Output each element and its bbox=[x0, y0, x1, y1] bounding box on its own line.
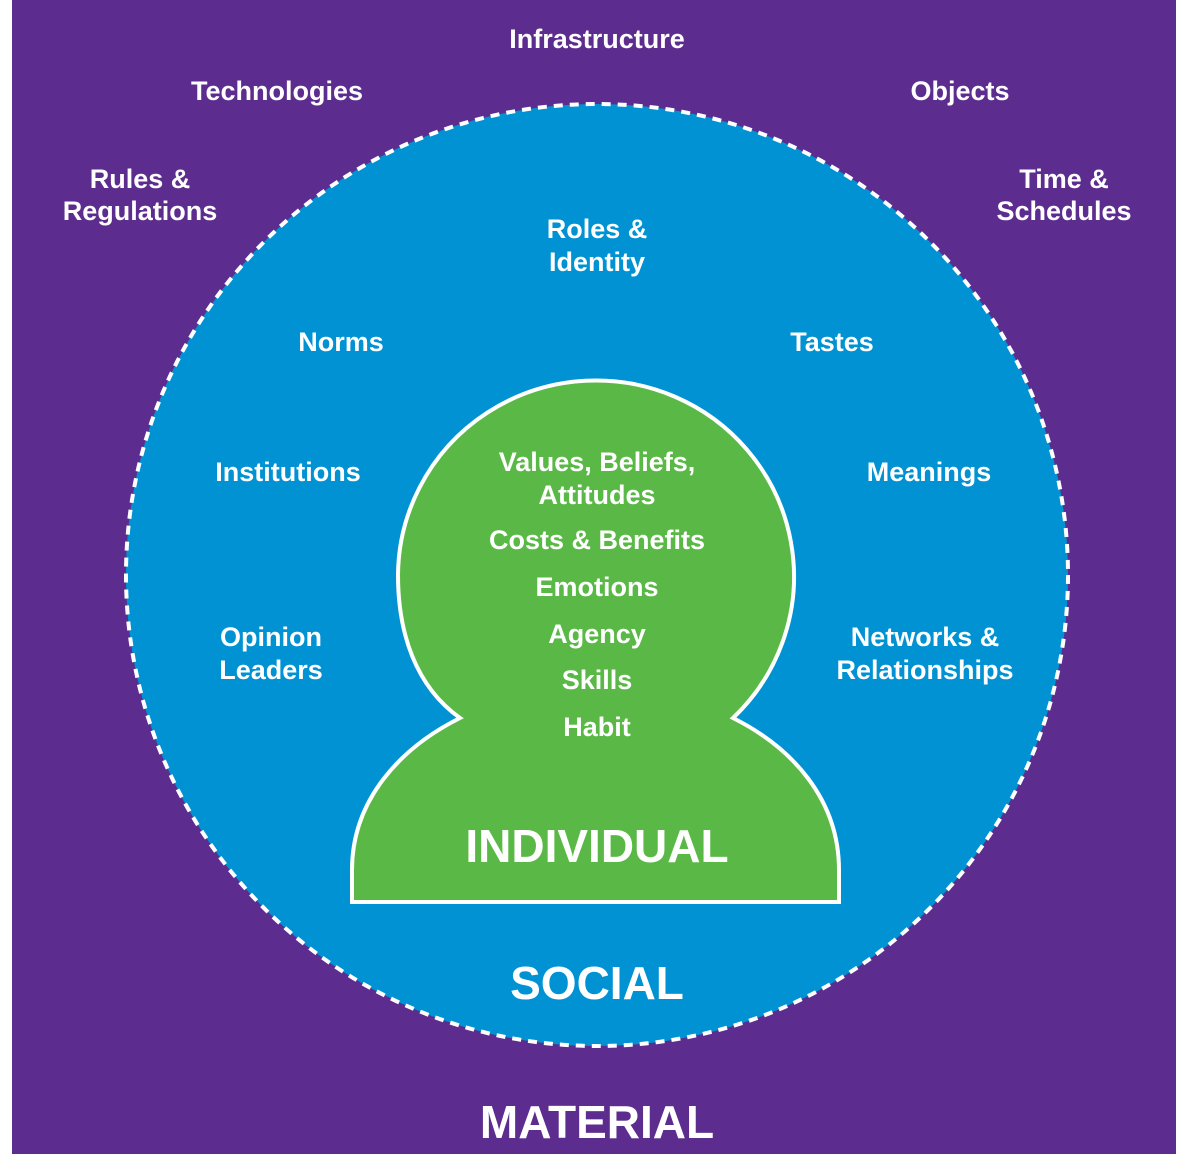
material-item-rules-line1: Rules & bbox=[90, 164, 191, 194]
material-item-rules-line2: Regulations bbox=[63, 196, 218, 226]
social-item-opinion-line2: Leaders bbox=[219, 655, 323, 685]
individual-item-costs: Costs & Benefits bbox=[489, 525, 705, 555]
social-item-norms: Norms bbox=[298, 327, 384, 357]
social-item-meanings: Meanings bbox=[867, 457, 992, 487]
social-item-tastes: Tastes bbox=[790, 327, 874, 357]
social-title: SOCIAL bbox=[510, 957, 684, 1009]
material-item-objects: Objects bbox=[910, 76, 1009, 106]
individual-item-skills: Skills bbox=[562, 665, 633, 695]
individual-item-values-line1: Values, Beliefs, bbox=[499, 447, 696, 477]
individual-item-agency: Agency bbox=[548, 619, 646, 649]
individual-item-emotions: Emotions bbox=[535, 572, 658, 602]
social-item-opinion-line1: Opinion bbox=[220, 622, 322, 652]
social-item-institutions: Institutions bbox=[215, 457, 360, 487]
social-item-roles-line1: Roles & bbox=[547, 214, 648, 244]
social-item-networks-line1: Networks & bbox=[851, 622, 1000, 652]
material-item-time-line2: Schedules bbox=[996, 196, 1131, 226]
social-item-roles-line2: Identity bbox=[549, 247, 645, 277]
material-item-infrastructure: Infrastructure bbox=[509, 24, 685, 54]
material-title: MATERIAL bbox=[480, 1096, 714, 1148]
material-item-technologies: Technologies bbox=[191, 76, 363, 106]
individual-title: INDIVIDUAL bbox=[465, 820, 728, 872]
social-item-networks-line2: Relationships bbox=[836, 655, 1013, 685]
material-item-time-line1: Time & bbox=[1019, 164, 1109, 194]
individual-item-values-line2: Attitudes bbox=[539, 480, 656, 510]
individual-item-habit: Habit bbox=[563, 712, 631, 742]
individual-figure bbox=[350, 378, 841, 904]
